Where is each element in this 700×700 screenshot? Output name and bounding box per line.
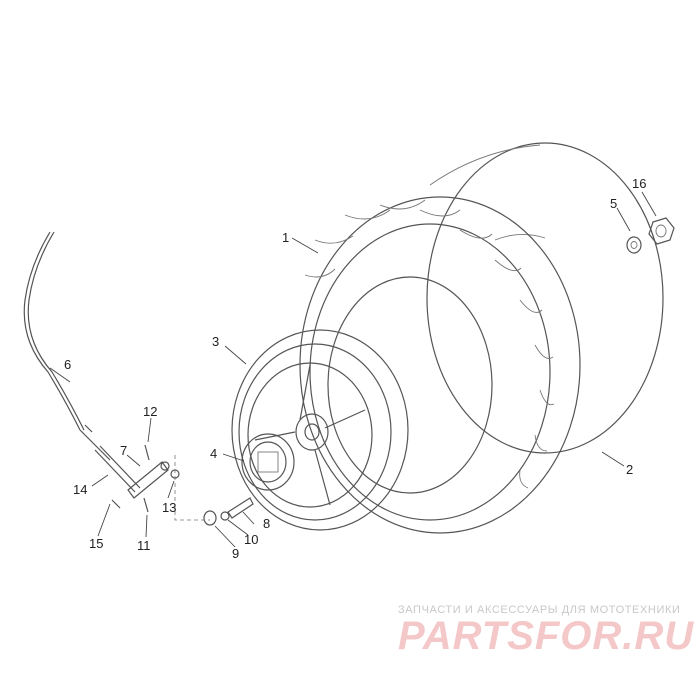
callout-11: 11 [137, 538, 151, 553]
brake-cable [23, 231, 111, 461]
washer-10 [220, 511, 230, 521]
callout-14: 14 [73, 482, 87, 497]
wheel-hub [241, 433, 295, 491]
brake-disc [426, 142, 664, 454]
watermark-logo: PARTSFOR.RU [398, 614, 695, 658]
adjuster-spring [94, 449, 136, 493]
callout-16: 16 [632, 176, 646, 191]
bolt-11 [143, 497, 149, 513]
brake-arm [127, 461, 169, 499]
callout-15: 15 [89, 536, 103, 551]
callout-10: 10 [244, 532, 258, 547]
watermark-caption: ЗАПЧАСТИ И АКСЕССУАРЫ ДЛЯ МОТОТЕХНИКИ [398, 604, 681, 616]
callout-4: 4 [210, 446, 217, 461]
callout-2: 2 [626, 462, 633, 477]
callout-6: 6 [64, 357, 71, 372]
leader-lines [49, 191, 657, 548]
callout-1: 1 [282, 230, 289, 245]
axle-washer [626, 236, 642, 254]
callout-9: 9 [232, 546, 239, 561]
axle-nut [648, 217, 675, 245]
center-line [174, 455, 210, 521]
callout-13: 13 [162, 500, 176, 515]
indicator-9 [203, 510, 217, 526]
callout-7: 7 [120, 443, 127, 458]
tire [299, 196, 581, 534]
wheel-rim [231, 329, 409, 531]
brake-camshaft [203, 497, 254, 526]
pin-15 [111, 499, 121, 509]
callout-8: 8 [263, 516, 270, 531]
callout-labels: 1 2 3 4 5 6 7 8 9 10 11 12 13 14 15 16 [64, 176, 646, 561]
bolt-12 [144, 444, 150, 461]
callout-12: 12 [143, 404, 157, 419]
callout-5: 5 [610, 196, 617, 211]
brake-lever-assembly [84, 424, 180, 513]
callout-3: 3 [212, 334, 219, 349]
